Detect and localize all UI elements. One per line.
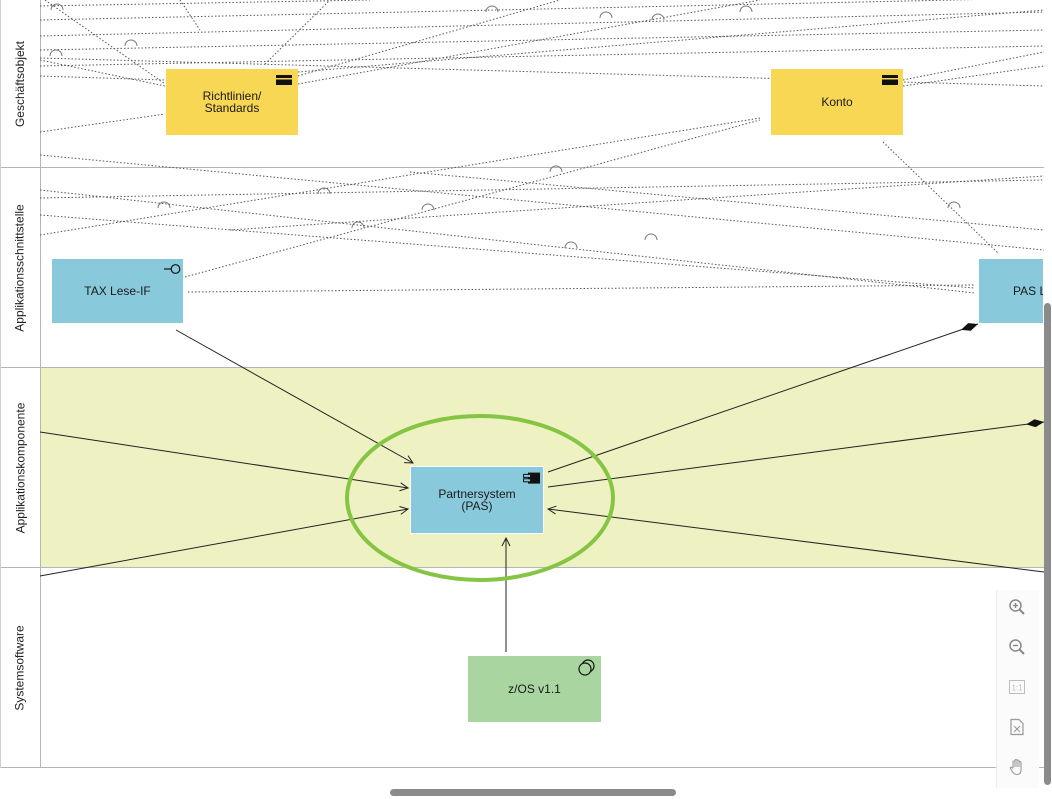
node-richtlinien-standards[interactable]: Richtlinien/ Standards [166, 69, 298, 135]
zoom-out-button[interactable] [1004, 634, 1030, 660]
component-icon [523, 472, 540, 484]
actual-size-button[interactable]: 1:1 [1004, 674, 1030, 700]
node-zos[interactable]: z/OS v1.1 [468, 656, 601, 722]
connection-pas-if-aggregation [547, 323, 979, 473]
connection-tax-to-partnersystem [175, 329, 413, 463]
highlight-ellipse [345, 414, 615, 582]
node-partnersystem-pas[interactable]: Partnersystem (PAS) [410, 466, 544, 534]
connection-right-lower-to-partnersystem [548, 509, 1045, 573]
node-label: Partnersystem (PAS) [438, 487, 516, 513]
node-label: z/OS v1.1 [508, 682, 561, 696]
svg-text:1:1: 1:1 [1011, 684, 1023, 693]
zoom-out-icon [1009, 639, 1025, 655]
node-pas-interface[interactable]: PAS L [978, 258, 1044, 324]
system-software-icon [578, 659, 595, 676]
dotted-connections [39, 0, 1045, 294]
actual-size-icon: 1:1 [1009, 680, 1025, 694]
business-object-icon [276, 75, 292, 85]
pan-button[interactable] [1004, 754, 1030, 780]
zoom-toolbar: 1:1 [996, 590, 1039, 788]
node-label: Konto [821, 95, 853, 109]
node-label: Richtlinien/ Standards [202, 89, 262, 115]
zoom-in-button[interactable] [1004, 594, 1030, 620]
interface-icon [164, 264, 181, 274]
lane-label-geschaeftsobjekt: Geschäftsobjekt [13, 40, 28, 128]
lane-label-systemsoftware: Systemsoftware [13, 625, 28, 711]
jump-arcs [49, 3, 961, 249]
fit-page-icon [1010, 718, 1024, 736]
solid-connections [39, 323, 1045, 652]
connection-left-lower-to-partnersystem [39, 509, 408, 577]
node-konto[interactable]: Konto [771, 69, 903, 135]
node-tax-lese-if[interactable]: TAX Lese-IF [51, 258, 184, 324]
business-object-icon [882, 75, 898, 85]
node-label: PAS L [1013, 284, 1044, 298]
fit-page-button[interactable] [1004, 714, 1030, 740]
hand-icon [1009, 758, 1022, 776]
lane-label-applikationsschnittstelle: Applikationsschnittstelle [13, 204, 27, 332]
horizontal-scrollbar[interactable] [390, 789, 676, 796]
zoom-in-icon [1009, 599, 1025, 615]
vertical-scrollbar[interactable] [1044, 303, 1051, 785]
connection-right-aggregation [547, 419, 1045, 488]
lane-label-applikationskomponente: Applikationskomponente [13, 402, 28, 534]
connection-left-to-partnersystem [39, 431, 408, 488]
node-label: TAX Lese-IF [84, 284, 151, 298]
